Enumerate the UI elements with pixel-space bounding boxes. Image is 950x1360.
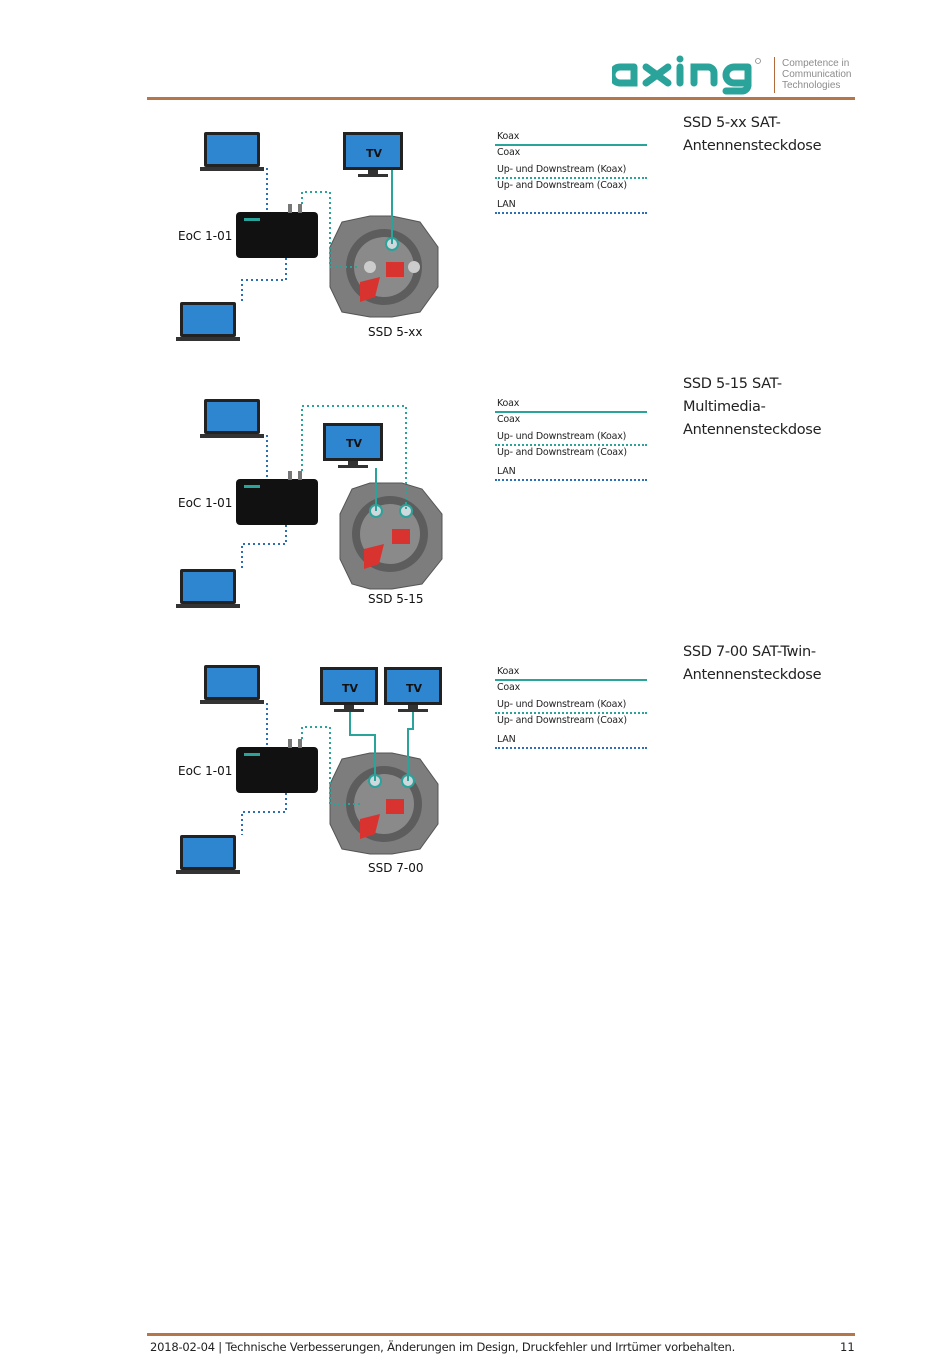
section-title: SSD 5-15 SAT- Multimedia- Antennensteckd…: [683, 373, 843, 442]
legend-line-lan: [495, 479, 647, 481]
legend-coax: Coax: [497, 414, 521, 425]
cable-legend: Koax Coax Up- und Downstream (Koax) Up- …: [495, 398, 650, 488]
title-line: SSD 7-00 SAT-Twin-: [683, 644, 816, 660]
tv-label: TV: [366, 147, 383, 160]
legend-coax: Coax: [497, 682, 521, 693]
ssd-label: SSD 5-xx: [368, 325, 423, 339]
legend-up-down-koax: Up- und Downstream (Koax): [497, 164, 627, 175]
antenna-socket-icon: [339, 482, 443, 590]
header-rule: [147, 97, 855, 100]
footer-rule: [147, 1333, 855, 1336]
legend-line-up-down: [495, 444, 647, 446]
axing-wordmark: [612, 55, 761, 95]
legend-up-down-koax: Up- und Downstream (Koax): [497, 699, 627, 710]
section-ssd-5-15: TV EoC 1-01 SSD 5-15 Koax Coax Up- und D…: [0, 376, 950, 639]
laptop-icon: [176, 835, 240, 874]
tv-label: TV: [406, 682, 423, 695]
title-line: Antennensteckdose: [683, 667, 822, 683]
title-line: Antennensteckdose: [683, 138, 822, 154]
title-line: Multimedia-: [683, 399, 766, 415]
tv-label: TV: [346, 437, 363, 450]
title-line: SSD 5-15 SAT-: [683, 376, 782, 392]
footer-disclaimer: 2018-02-04 | Technische Verbesserungen, …: [150, 1340, 736, 1354]
page-number: 11: [840, 1340, 855, 1354]
legend-up-down-coax: Up- and Downstream (Coax): [497, 715, 627, 726]
eoc-label: EoC 1-01: [178, 229, 233, 243]
section-title: SSD 7-00 SAT-Twin- Antennensteckdose: [683, 641, 843, 687]
title-line: SSD 5-xx SAT-: [683, 115, 781, 131]
legend-line-coax: [495, 144, 647, 146]
eoc-device-icon: [236, 739, 318, 793]
section-ssd-7-00: TV TV EoC 1-01 SSD 7-00 Koax Coax Up- un…: [0, 644, 950, 907]
connection-diagram: TV EoC 1-01 SSD 5-xx: [170, 112, 460, 357]
connection-diagram: TV TV EoC 1-01 SSD 7-00: [170, 647, 460, 892]
legend-line-up-down: [495, 177, 647, 179]
legend-line-coax: [495, 411, 647, 413]
eoc-label: EoC 1-01: [178, 496, 233, 510]
ssd-label: SSD 7-00: [368, 861, 424, 875]
laptop-icon: [176, 302, 240, 341]
tv-icon: [343, 132, 403, 177]
legend-up-down-koax: Up- und Downstream (Koax): [497, 431, 627, 442]
antenna-socket-icon: [329, 752, 439, 855]
cable-legend: Koax Coax Up- und Downstream (Koax) Up- …: [495, 131, 650, 221]
ssd-label: SSD 5-15: [368, 592, 424, 606]
legend-up-down-coax: Up- and Downstream (Coax): [497, 447, 627, 458]
tv-icon: [384, 667, 442, 712]
legend-line-lan: [495, 212, 647, 214]
laptop-icon: [200, 665, 264, 704]
tv-label: TV: [342, 682, 359, 695]
diagram-drawing: TV TV: [176, 665, 442, 874]
eoc-device-icon: [236, 471, 318, 525]
legend-coax: Coax: [497, 147, 521, 158]
logo-tagline: Competence in Communication Technologies: [782, 58, 852, 91]
legend-koax: Koax: [497, 666, 520, 677]
tv-icon: [320, 667, 378, 712]
legend-line-coax: [495, 679, 647, 681]
laptop-icon: [176, 569, 240, 608]
connection-diagram: TV EoC 1-01 SSD 5-15: [170, 379, 460, 624]
section-title: SSD 5-xx SAT- Antennensteckdose: [683, 112, 843, 158]
legend-lan: LAN: [497, 466, 516, 477]
legend-up-down-coax: Up- and Downstream (Coax): [497, 180, 627, 191]
legend-line-lan: [495, 747, 647, 749]
section-ssd-5-xx: TV EoC 1-01 SSD 5-xx Koax Coax Up- und D…: [0, 112, 950, 372]
antenna-socket-icon: [329, 215, 439, 318]
laptop-icon: [200, 132, 264, 171]
eoc-label: EoC 1-01: [178, 764, 233, 778]
cable-legend: Koax Coax Up- und Downstream (Koax) Up- …: [495, 666, 650, 756]
laptop-icon: [200, 399, 264, 438]
tv-icon: [323, 423, 383, 468]
legend-line-up-down: [495, 712, 647, 714]
diagram-drawing: TV: [176, 399, 443, 608]
diagram-drawing: TV: [176, 132, 439, 341]
legend-lan: LAN: [497, 199, 516, 210]
title-line: Antennensteckdose: [683, 422, 822, 438]
logo-separator: [774, 57, 775, 93]
legend-koax: Koax: [497, 398, 520, 409]
axing-logo: Competence in Communication Technologies: [612, 55, 862, 99]
legend-koax: Koax: [497, 131, 520, 142]
legend-lan: LAN: [497, 734, 516, 745]
eoc-device-icon: [236, 204, 318, 258]
